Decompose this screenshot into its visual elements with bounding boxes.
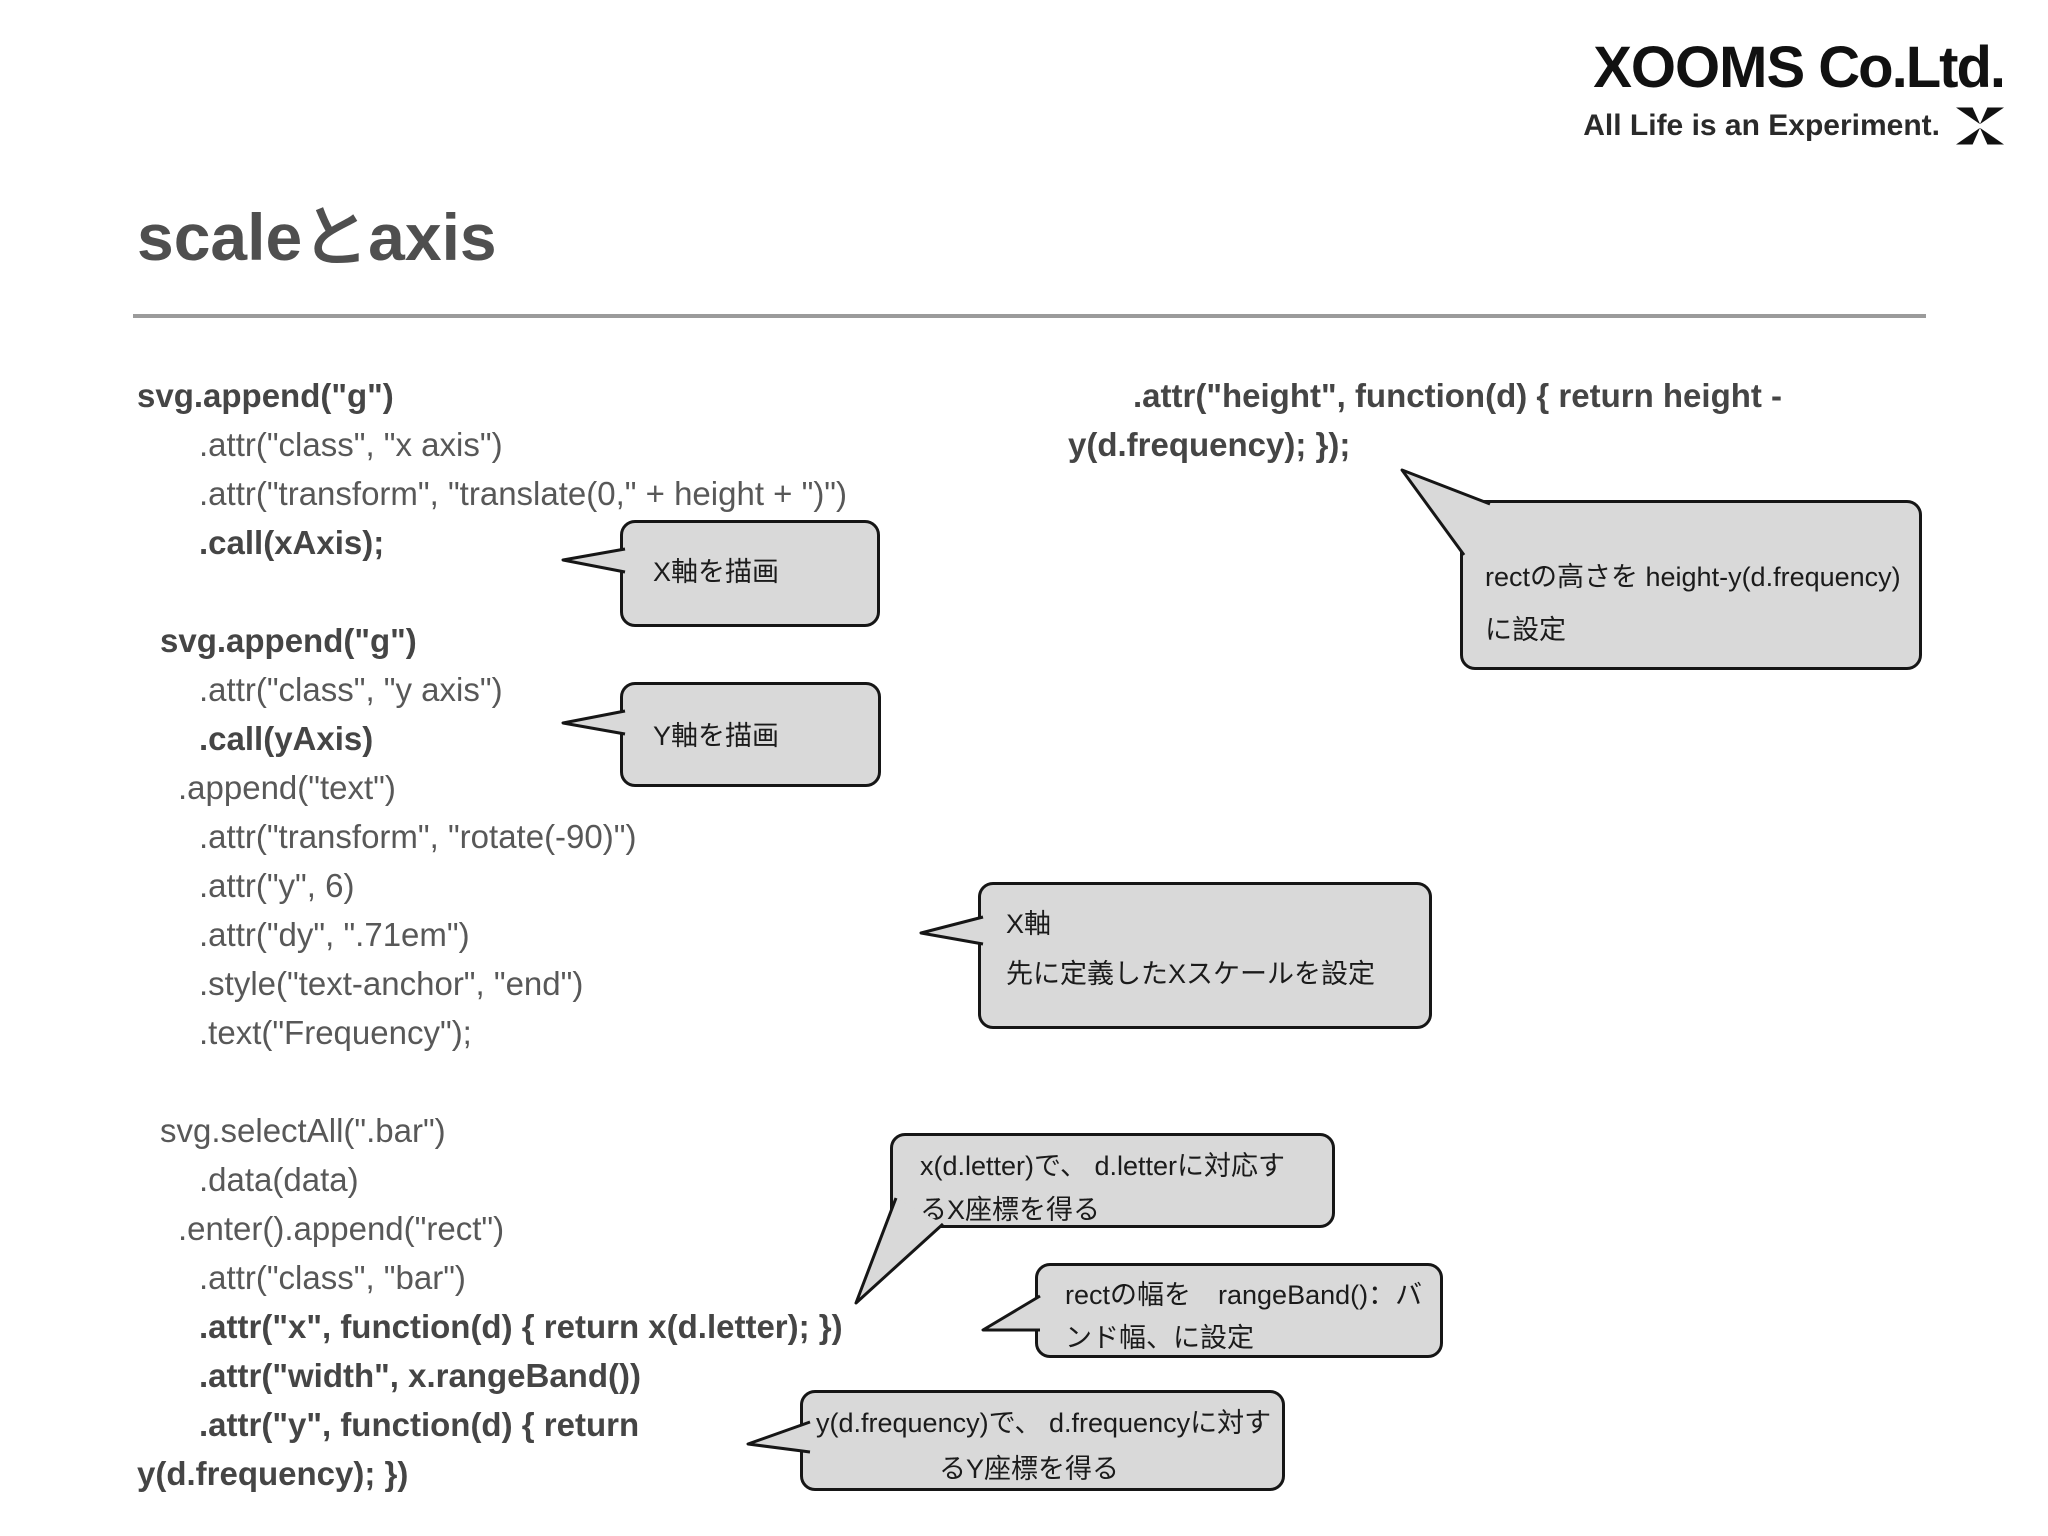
logo-name-main: XOOMS (1593, 35, 1805, 100)
callout-text: に設定 (1485, 615, 1566, 645)
code-line: .attr("transform", "rotate(-90)") (199, 818, 637, 855)
callout-text: Y軸を描画 (653, 721, 780, 751)
code-line: svg.append("g") (137, 377, 394, 414)
code-line: .attr("y", function(d) { return (199, 1406, 640, 1443)
logo-name: XOOMS Co.Ltd. (1583, 35, 2006, 100)
code-line: .text("Frequency"); (199, 1014, 472, 1051)
code-line: svg.append("g") (160, 622, 417, 659)
code-line: .attr("class", "x axis") (199, 426, 503, 463)
code-line: .call(yAxis) (199, 720, 374, 757)
code-line: y(d.frequency); }) (137, 1455, 409, 1492)
callout-text: X軸 (1006, 909, 1052, 939)
logo-name-suffix: Co.Ltd. (1804, 35, 2006, 100)
code-line: .attr("transform", "translate(0," + heig… (199, 475, 848, 512)
code-line: .attr("height", function(d) { return hei… (1133, 377, 1783, 414)
callout-text: y(d.frequency)で、 d.frequencyに対す (816, 1408, 1272, 1438)
callout-text: るY座標を得る (938, 1454, 1119, 1484)
callout-rect-width: rectの幅を rangeBand()：バ ンド幅、に設定 (1035, 1263, 1443, 1358)
code-line: .data(data) (199, 1161, 359, 1198)
callout-text: X軸を描画 (653, 557, 780, 587)
code-line: y(d.frequency); }); (1068, 426, 1351, 463)
logo-subline: All Life is an Experiment. (1583, 106, 2004, 146)
code-line: .attr("dy", ".71em") (199, 916, 470, 953)
callout-text: x(d.letter)で、 d.letterに対応す (920, 1151, 1285, 1181)
code-line: .attr("class", "bar") (199, 1259, 466, 1296)
callout-y-axis-draw: Y軸を描画 (620, 682, 881, 787)
code-line: .style("text-anchor", "end") (199, 965, 584, 1002)
callout-rect-height: rectの高さを height-y(d.frequency) に設定 (1460, 500, 1922, 670)
code-line: .append("text") (178, 769, 396, 806)
code-line: .call(xAxis); (199, 524, 385, 561)
callout-text: 先に定義したXスケールを設定 (1006, 959, 1376, 989)
logo: XOOMS Co.Ltd. All Life is an Experiment. (1583, 35, 2006, 146)
callout-x-scale: X軸 先に定義したXスケールを設定 (978, 882, 1432, 1029)
code-block-left: svg.append("g") .attr("class", "x axis").… (137, 371, 847, 1498)
page-title: scaleとaxis (137, 200, 497, 274)
code-line: svg.selectAll(".bar") (160, 1112, 446, 1149)
callout-tail (919, 915, 984, 946)
callout-y-coord: y(d.frequency)で、 d.frequencyに対す るY座標を得る (800, 1390, 1285, 1491)
code-line: .enter().append("rect") (178, 1210, 505, 1247)
code-block-right: .attr("height", function(d) { return hei… (1068, 371, 1782, 469)
logo-tagline: All Life is an Experiment. (1583, 108, 1940, 142)
callout-x-coord: x(d.letter)で、 d.letterに対応す るX座標を得る (890, 1133, 1335, 1228)
code-line: .attr("x", function(d) { return x(d.lett… (199, 1308, 843, 1345)
code-line: .attr("class", "y axis") (199, 671, 503, 708)
code-line: .attr("width", x.rangeBand()) (199, 1357, 641, 1394)
callout-x-axis-draw: X軸を描画 (620, 520, 880, 627)
callout-text: rectの高さを height-y(d.frequency) (1485, 562, 1901, 592)
callout-text: ンド幅、に設定 (1065, 1323, 1254, 1353)
code-line: .attr("y", 6) (199, 867, 355, 904)
x-pinwheel-icon (1956, 107, 2004, 145)
callout-tail (981, 1294, 1041, 1332)
callout-text: rectの幅を rangeBand()：バ (1065, 1280, 1423, 1310)
callout-text: るX座標を得る (920, 1195, 1101, 1225)
code-line (137, 1057, 847, 1106)
title-divider (133, 314, 1926, 318)
